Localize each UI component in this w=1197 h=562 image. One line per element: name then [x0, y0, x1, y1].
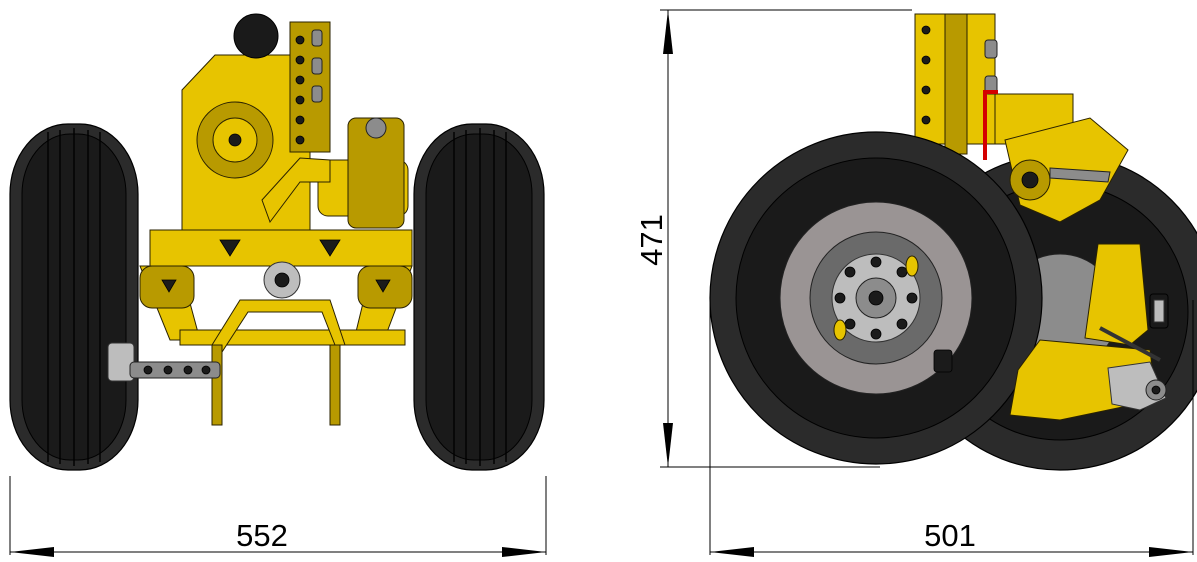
side-strut-assembly: [914, 13, 1074, 160]
front-motor-cap: [233, 13, 279, 59]
height-dimension-side: 471: [634, 214, 669, 266]
front-lower-frame: [139, 229, 413, 346]
front-actuator: [261, 117, 409, 229]
front-left-tire: [9, 123, 139, 471]
dimension-501: 501: [709, 298, 1194, 557]
side-view: 471 501: [634, 9, 1197, 557]
side-lower-fork: [1009, 243, 1169, 421]
width-dimension-front: 552: [236, 518, 288, 553]
side-front-wheel: [709, 131, 1043, 465]
front-view: 552: [9, 13, 547, 557]
width-dimension-side: 501: [924, 518, 976, 553]
side-motor-housing: [1004, 117, 1129, 223]
front-steering-linkage: [107, 299, 346, 426]
dimension-471: 471: [634, 9, 912, 468]
front-right-tire: [413, 123, 545, 471]
dimension-552: 552: [9, 476, 547, 557]
